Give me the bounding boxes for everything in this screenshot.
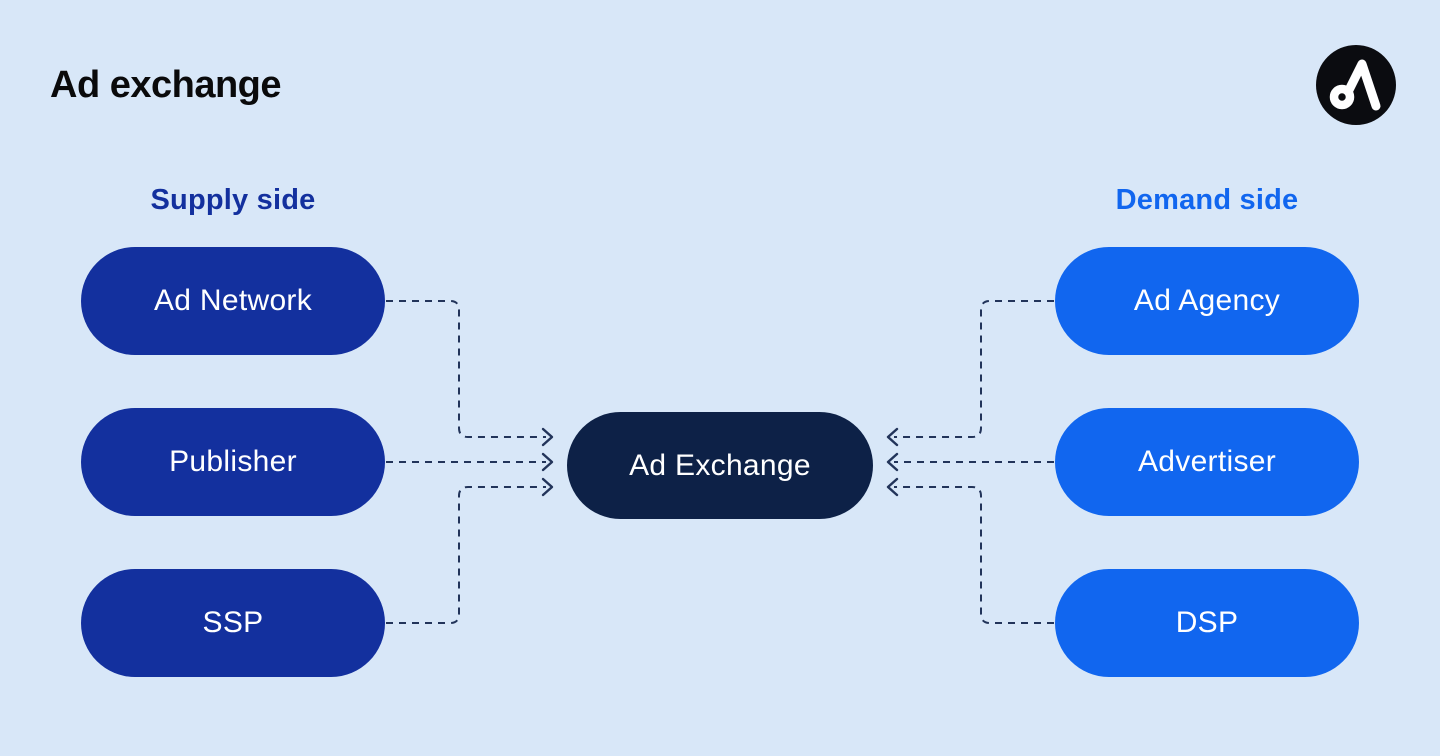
node-ad-agency: Ad Agency [1055,247,1359,355]
node-ssp: SSP [81,569,385,677]
demand-side-heading: Demand side [1115,184,1299,216]
stylized-a-icon [1316,45,1396,125]
connector-ad-agency-to-exchange [886,300,1054,447]
node-ad-network: Ad Network [81,247,385,355]
arrow-right-icon [541,452,554,472]
connector-dsp-to-exchange [886,477,1054,624]
brand-logo [1316,45,1396,125]
connector-publisher-to-exchange [386,452,554,472]
node-ad-exchange: Ad Exchange [567,412,873,519]
arrow-right-icon [541,427,554,447]
connector-ad-network-to-exchange [386,300,554,447]
connector-ssp-to-exchange [386,477,554,624]
node-publisher: Publisher [81,408,385,516]
arrow-left-icon [886,427,899,447]
arrow-right-icon [541,477,554,497]
node-dsp: DSP [1055,569,1359,677]
node-advertiser: Advertiser [1055,408,1359,516]
page-title: Ad exchange [50,64,282,106]
arrow-left-icon [886,452,899,472]
connector-advertiser-to-exchange [886,452,1054,472]
arrow-left-icon [886,477,899,497]
supply-side-heading: Supply side [150,184,316,216]
